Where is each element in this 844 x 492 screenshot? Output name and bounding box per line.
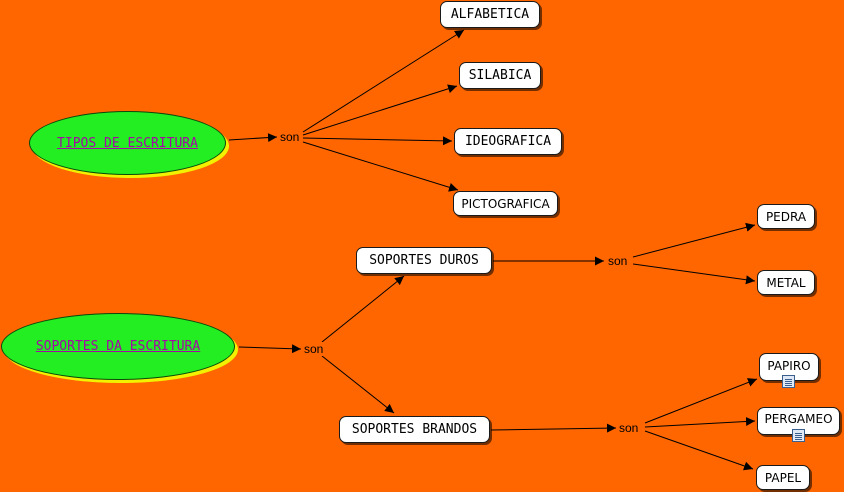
- edge-son-pictografica: [302, 141, 459, 192]
- concept-silabica[interactable]: SILABICA: [459, 62, 541, 89]
- concept-pergameo-label: PERGAMEO: [764, 412, 833, 426]
- edge-son-ideografica: [302, 136, 453, 146]
- concept-pedra[interactable]: PEDRA: [757, 204, 815, 229]
- concept-tipos-de-escritura[interactable]: TIPOS DE ESCRITURA: [29, 111, 226, 175]
- edge-son-pergameo: [644, 416, 756, 428]
- concept-soportes-da-escritura-label[interactable]: SOPORTES DA ESCRITURA: [35, 339, 201, 354]
- edge-son-silabica: [302, 84, 458, 136]
- concept-papiro-label: PAPIRO: [767, 359, 811, 373]
- link-phrase-brandos-son: son: [618, 421, 640, 435]
- edge-son-brandos: [321, 355, 395, 414]
- concept-papel[interactable]: PAPEL: [756, 465, 810, 490]
- edge-son-papel: [644, 430, 754, 471]
- concept-tipos-de-escritura-label[interactable]: TIPOS DE ESCRITURA: [57, 135, 198, 151]
- concept-soportes-da-escritura[interactable]: SOPORTES DA ESCRITURA: [1, 313, 235, 380]
- edge-soportes-son: [238, 344, 302, 354]
- link-phrase-soportes-son: son: [303, 342, 325, 356]
- document-icon[interactable]: [792, 429, 805, 442]
- edge-tipos-son: [228, 133, 278, 143]
- concept-soportes-brandos[interactable]: SOPORTES BRANDOS: [339, 416, 490, 443]
- concept-ideografica[interactable]: IDEOGRAFICA: [454, 128, 562, 155]
- edge-son-pedra: [632, 222, 756, 258]
- concept-metal[interactable]: METAL: [757, 270, 815, 295]
- link-phrase-duros-son: son: [607, 254, 629, 268]
- edge-son-alfabetica: [302, 29, 465, 133]
- concept-soportes-duros[interactable]: SOPORTES DUROS: [356, 247, 492, 274]
- document-icon[interactable]: [782, 375, 795, 388]
- edge-son-duros: [321, 275, 405, 343]
- link-phrase-tipos-son: son: [279, 130, 301, 144]
- edge-son-metal: [632, 263, 756, 285]
- concept-pictografica[interactable]: PICTOGRAFICA: [453, 191, 558, 216]
- edge-brandos-son: [490, 423, 617, 433]
- edge-son-papiro: [644, 378, 758, 424]
- concept-alfabetica[interactable]: ALFABETICA: [440, 1, 540, 28]
